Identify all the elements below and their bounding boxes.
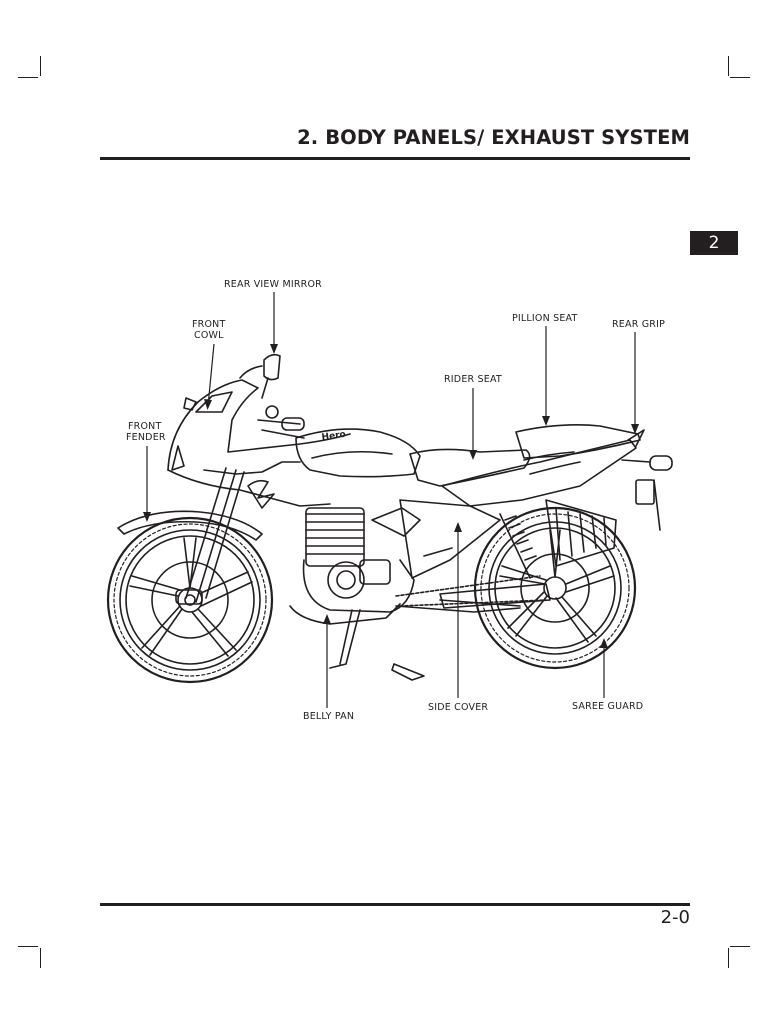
belly-pan <box>289 603 401 625</box>
callout-pillion-seat: PILLION SEAT <box>512 313 578 324</box>
crop-mark <box>40 56 41 76</box>
front-fender <box>117 510 263 541</box>
callout-rear-view-mirror: REAR VIEW MIRROR <box>224 279 322 290</box>
crop-mark <box>18 946 38 947</box>
handlebars <box>257 405 305 439</box>
front-wheel <box>106 516 274 684</box>
callout-saree-guard: SAREE GUARD <box>572 701 644 712</box>
callout-side-cover: SIDE COVER <box>428 702 489 713</box>
exhaust <box>395 605 521 613</box>
saree-guard <box>545 499 617 567</box>
rear-view-mirror <box>261 353 281 399</box>
callout-rear-grip: REAR GRIP <box>612 319 666 330</box>
rear-shock <box>499 513 537 579</box>
front-fork <box>175 467 245 605</box>
crop-mark <box>728 56 729 76</box>
brand-text: Hero <box>321 430 346 443</box>
crop-mark <box>40 948 41 968</box>
fuel-tank <box>295 428 421 478</box>
crop-mark <box>728 948 729 968</box>
tail-section <box>441 429 673 531</box>
footer-rule <box>100 903 690 906</box>
callout-front-fender-line1: FRONT <box>128 421 162 432</box>
callout-front-cowl-line2: COWL <box>194 330 224 341</box>
crop-mark <box>730 946 750 947</box>
callout-front-cowl-line1: FRONT <box>192 319 226 330</box>
side-cover <box>399 499 501 579</box>
tail-decal <box>523 451 575 461</box>
chain <box>395 575 547 607</box>
section-title: 2. BODY PANELS/ EXHAUST SYSTEM <box>297 126 690 149</box>
foot-peg <box>391 663 425 681</box>
callout-front-fender-line2: FENDER <box>126 432 166 443</box>
chapter-tab: 2 <box>690 231 738 255</box>
header-rule <box>100 157 690 160</box>
side-stand <box>329 609 361 669</box>
page-number: 2-0 <box>660 907 690 928</box>
callout-rider-seat: RIDER SEAT <box>444 374 502 385</box>
callout-belly-pan: BELLY PAN <box>303 711 355 722</box>
front-cowl <box>167 365 351 507</box>
rear-wheel <box>473 506 637 670</box>
tank-decal <box>247 479 275 509</box>
rider-seat <box>409 448 531 487</box>
crop-mark <box>730 77 750 78</box>
crop-mark <box>18 77 38 78</box>
engine <box>302 507 421 613</box>
